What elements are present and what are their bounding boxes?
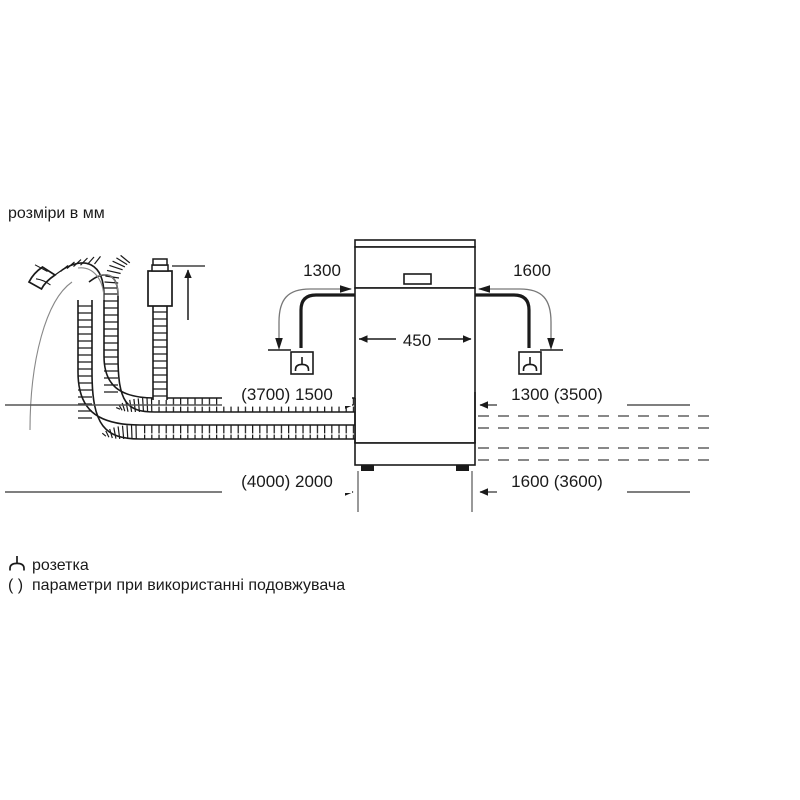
power-cable-left bbox=[299, 293, 355, 348]
socket-right[interactable] bbox=[518, 351, 542, 375]
dimension-label-mid-right: 1300 (3500) bbox=[511, 385, 603, 404]
leader-left-1300 bbox=[278, 288, 351, 347]
dishwasher-door bbox=[354, 287, 476, 444]
dimension-label-top-right: 1600 bbox=[513, 261, 551, 280]
dimension-label-bottom-right: 1600 (3600) bbox=[511, 472, 603, 491]
width-dimension-450: 450 bbox=[358, 326, 472, 352]
leader-left-arrowhead-machine bbox=[340, 285, 352, 293]
socket-right-arc bbox=[522, 363, 538, 370]
socket-group-left: 1300 bbox=[268, 261, 355, 375]
legend-extension-cord-label: параметри при використанні подовжувача bbox=[32, 577, 345, 594]
power-cable-right bbox=[475, 293, 531, 348]
legend: розетка ( ) параметри при використанні п… bbox=[8, 556, 345, 594]
socket-group-right: 1600 bbox=[475, 261, 563, 375]
dimension-label-bottom-left: (4000) 2000 bbox=[241, 472, 333, 491]
dishwasher-plinth bbox=[354, 442, 476, 466]
aquastop-hose-corrugation bbox=[153, 311, 167, 397]
leader-right-arrowhead-machine bbox=[478, 285, 490, 293]
dishwasher-body bbox=[354, 239, 476, 471]
leader-right-1600 bbox=[479, 288, 552, 347]
hose-upper-elbow bbox=[103, 300, 156, 413]
hose-inner-guide-lines bbox=[29, 267, 119, 431]
units-note: розміри в мм bbox=[8, 205, 105, 222]
socket-left-arc bbox=[294, 363, 310, 370]
aquastop-collar bbox=[151, 264, 169, 272]
hose-lower-corrugation bbox=[140, 425, 355, 439]
width-dimension-label: 450 bbox=[403, 331, 431, 350]
leader-left-arrowhead-socket bbox=[275, 338, 283, 350]
width-label-backdrop bbox=[396, 326, 438, 352]
hose-lower-straight bbox=[140, 424, 355, 440]
hose-lower-elbow bbox=[77, 300, 141, 440]
leader-right-arrowhead-socket bbox=[547, 338, 555, 350]
dishwasher-worktop bbox=[354, 239, 476, 248]
aquastop-body bbox=[147, 270, 173, 307]
dimension-label-mid-left: (3700) 1500 bbox=[241, 385, 333, 404]
dimension-row-middle: (3700) 1500 1300 (3500) bbox=[5, 384, 690, 443]
legend-socket-icon bbox=[9, 556, 25, 571]
dishwasher-display bbox=[403, 273, 432, 285]
hose-end-icon bbox=[27, 264, 57, 291]
legend-parenthesis-symbol: ( ) bbox=[8, 577, 23, 594]
legend-socket-label: розетка bbox=[32, 557, 89, 574]
dimension-label-top-left: 1300 bbox=[303, 261, 341, 280]
dimension-row-bottom: (4000) 2000 1600 (3600) bbox=[5, 471, 690, 512]
dishwasher-foot-left bbox=[361, 465, 374, 471]
socket-left[interactable] bbox=[290, 351, 314, 375]
aquastop-valve-icon bbox=[147, 258, 205, 400]
aquastop-cap bbox=[152, 258, 168, 266]
dishwasher-foot-right bbox=[456, 465, 469, 471]
